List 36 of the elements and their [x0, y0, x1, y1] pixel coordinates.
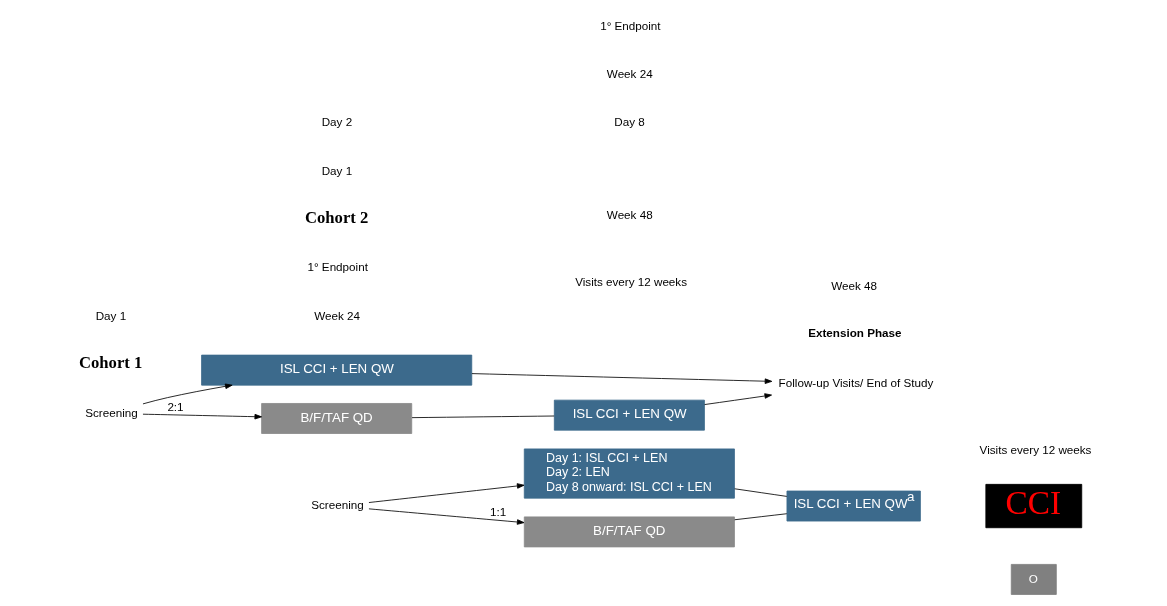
label: Week 48 [606, 207, 653, 221]
node-box: Day 1: ISL CCI + LEN Day 2: LEN Day 8 onward: ISL CCI + LEN [523, 448, 735, 499]
node-text: Screening [311, 498, 364, 512]
connector [411, 415, 555, 419]
label: Day 2 [321, 115, 353, 129]
node-box: B/F/TAF QD [261, 403, 413, 434]
arrow [471, 373, 773, 384]
arrow [704, 393, 772, 405]
node-box: ISL CCI + LEN QW [201, 354, 473, 386]
arrow [368, 508, 525, 525]
arrow [142, 383, 233, 405]
edge-label: 1:1 [490, 505, 507, 519]
label: O [1028, 571, 1038, 585]
edge-label: 2:1 [167, 400, 184, 414]
label: Visits every 12 weeks [979, 443, 1092, 457]
label: Cohort 1 [79, 353, 143, 373]
label: Day 1 [95, 308, 127, 322]
arrow [142, 413, 262, 420]
node-text: Screening [85, 405, 138, 419]
node-box: CCI [985, 483, 1083, 529]
node-box: ISL CCI + LEN QW [553, 399, 705, 431]
connector [734, 488, 788, 497]
label: Day 1 [321, 163, 353, 177]
label: Visits every 12 weeks [575, 274, 688, 288]
label: 1° Endpoint [600, 18, 661, 32]
node-box: B/F/TAF QD [523, 516, 735, 548]
label: 1° Endpoint [307, 260, 368, 274]
connector [734, 513, 788, 521]
label: Week 24 [314, 308, 360, 322]
arrow [368, 483, 525, 503]
node-text: Follow-up Visits/ End of Study [778, 375, 934, 389]
label: Week 48 [831, 278, 877, 292]
label: Week 24 [606, 67, 653, 81]
label: Day 8 [614, 115, 645, 129]
label: Extension Phase [808, 326, 902, 340]
label: Cohort 2 [304, 208, 369, 228]
